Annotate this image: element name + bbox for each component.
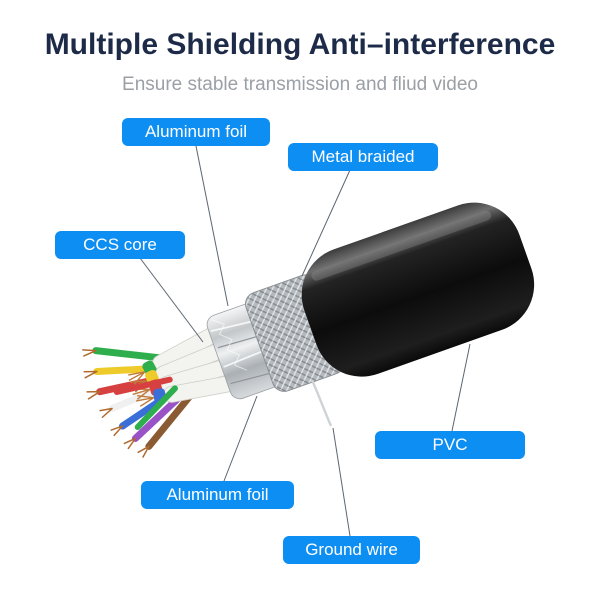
pvc-jacket <box>301 202 535 377</box>
callout-aluminum-foil-top: Aluminum foil <box>122 118 270 146</box>
ground-wire-strand <box>310 379 333 427</box>
callout-metal-braided: Metal braided <box>288 143 438 171</box>
leader-lines <box>139 145 471 537</box>
callout-ground-wire: Ground wire <box>283 536 420 564</box>
leader-pvc <box>451 343 471 432</box>
callout-aluminum-foil-bottom: Aluminum foil <box>141 481 294 509</box>
cable-illustration <box>82 202 535 458</box>
leader-aluminum-foil-bottom <box>223 395 258 482</box>
copper-strands <box>82 349 150 458</box>
leader-ground-wire <box>332 427 351 537</box>
leader-aluminum-foil-top <box>195 145 229 307</box>
leader-ccs-core <box>139 257 204 343</box>
page-title: Multiple Shielding Anti–interference <box>44 28 556 61</box>
callout-ccs-core: CCS core <box>55 231 185 259</box>
leader-metal-braided <box>301 169 351 277</box>
callout-pvc: PVC <box>375 431 525 459</box>
front-colored-wires <box>113 376 178 431</box>
page-subtitle: Ensure stable transmission and fliud vid… <box>122 74 478 95</box>
